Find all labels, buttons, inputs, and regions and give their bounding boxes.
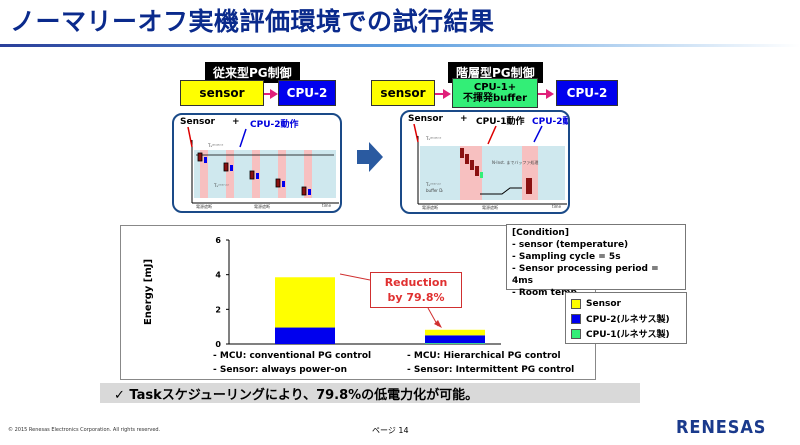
y-axis-label: Energy [mJ]: [143, 259, 154, 325]
legend-label: CPU-2(ルネサス製): [586, 315, 670, 325]
timing-note1: 電源遮断: [196, 204, 212, 209]
condition-line: [Condition]: [512, 228, 569, 238]
y-tick-label: 4: [215, 271, 221, 280]
timing-cpu2-label-right: CPU-2動作: [532, 117, 568, 127]
transition-arrow-icon: [357, 142, 383, 172]
sensor-block-right: sensor: [371, 80, 435, 106]
condition-line: - Room temp.: [512, 288, 581, 298]
timing-note1-right: 電源遮断: [422, 205, 438, 210]
footnote-bar: ✓ Taskスケジューリングにより、79.8%の低電力化が可能。: [100, 383, 640, 403]
y-tick-label: 2: [215, 305, 221, 314]
legend-item-sensor: Sensor: [571, 296, 681, 311]
cpu2-block-left: CPU-2: [278, 80, 336, 106]
timing-buffer-label: buffer Dₗ: [426, 188, 443, 193]
arrow-right-2: [538, 93, 548, 95]
bar-segment: [275, 277, 335, 328]
legend-item-cpu1: CPU-1(ルネサス製): [571, 326, 681, 341]
legend-label: Sensor: [586, 298, 621, 309]
timing-plus-label-right: +: [460, 114, 468, 124]
timing-diagram-conventional: Sensor + CPU-2動作 Tₛᵈᵉᵃᵈˡᶦⁿᵉ Tₛᶦⁿᵗᵉʳᵛᵃˡ t…: [172, 113, 342, 213]
condition-line: - Sensor processing period = 4ms: [512, 264, 659, 286]
timing-note2: 電源遮断: [254, 204, 270, 209]
condition-line: - Sampling cycle = 5s: [512, 252, 621, 262]
y-tick-label: 6: [215, 236, 221, 245]
legend-swatch-cpu2: [571, 313, 581, 324]
timing-deadline-label: Tₛᵈᵉᵃᵈˡᶦⁿᵉ: [208, 143, 224, 148]
conventional-pg-label: 従来型PG制御: [205, 62, 300, 83]
legend-swatch-sensor: [571, 298, 581, 309]
reduction-callout: Reduction by 79.8%: [370, 272, 462, 308]
legend-item-cpu2: CPU-2(ルネサス製): [571, 311, 681, 326]
timing-interval-label: Tₛᶦⁿᵗᵉʳᵛᵃˡ: [214, 183, 229, 188]
timing-svg-conventional: [187, 126, 339, 204]
timing-n-inst-note: N-Inst. までバッファ処理: [492, 160, 539, 165]
copyright: © 2015 Renesas Electronics Corporation. …: [8, 427, 161, 433]
caption-left-mcu: - MCU: conventional PG control: [213, 351, 372, 361]
caption-right-mcu: - MCU: Hierarchical PG control: [407, 351, 561, 361]
hierarchical-pg-label: 階層型PG制御: [448, 62, 543, 83]
timing-note2-right: 電源遮断: [482, 205, 498, 210]
title-divider: [0, 44, 800, 47]
timing-interval-label-right: Tₛᶦⁿᵗᵉʳᵛᵃˡ: [426, 182, 441, 187]
cpu1-buffer-block: CPU-1+ 不揮発buffer: [452, 78, 538, 108]
y-tick-label: 0: [215, 340, 221, 349]
timing-sensor-label: Sensor: [180, 117, 215, 127]
sensor-block-left: sensor: [180, 80, 264, 106]
slide-title: ノーマリーオフ実機評価環境での試行結果: [10, 7, 495, 36]
bar-segment: [425, 343, 485, 344]
timing-cpu2-label: CPU-2動作: [250, 120, 299, 130]
timing-plus-label: +: [232, 117, 240, 127]
bar-segment: [425, 335, 485, 344]
timing-cpu1-label: CPU-1動作: [476, 117, 525, 127]
timing-time-label-right: time: [552, 204, 562, 209]
caption-right-sensor: - Sensor: Intermittent PG control: [407, 365, 575, 375]
legend-label: CPU-1(ルネサス製): [586, 330, 670, 340]
cpu2-block-right: CPU-2: [556, 80, 618, 106]
timing-svg-hierarchical: [413, 123, 567, 205]
caption-left-sensor: - Sensor: always power-on: [213, 365, 348, 375]
arrowhead-right-2: [546, 89, 554, 99]
timing-time-label: time: [322, 203, 332, 208]
condition-box: [Condition] - sensor (temperature) - Sam…: [506, 224, 686, 298]
timing-diagram-hierarchical: Sensor + CPU-1動作 CPU-2動作 Tₛᵈᵉᵃᵈˡᶦⁿᵉ Tₛᶦⁿ…: [400, 110, 570, 214]
arrow-left: [264, 93, 272, 95]
condition-line: - sensor (temperature): [512, 240, 629, 250]
page-number: ページ 14: [372, 426, 409, 435]
arrow-right-1: [435, 93, 445, 95]
arrowhead-right-1: [443, 89, 451, 99]
renesas-logo: RENESAS: [676, 417, 767, 438]
reduction-arrow-icon: [339, 273, 442, 328]
chart-legend: Sensor CPU-2(ルネサス製) CPU-1(ルネサス製): [565, 292, 687, 344]
bar-segment: [425, 329, 485, 336]
timing-deadline-label-right: Tₛᵈᵉᵃᵈˡᶦⁿᵉ: [426, 136, 442, 141]
arrowhead-left: [270, 89, 278, 99]
bar-segment: [275, 327, 335, 344]
timing-sensor-label-right: Sensor: [408, 114, 443, 124]
legend-swatch-cpu1: [571, 328, 581, 339]
